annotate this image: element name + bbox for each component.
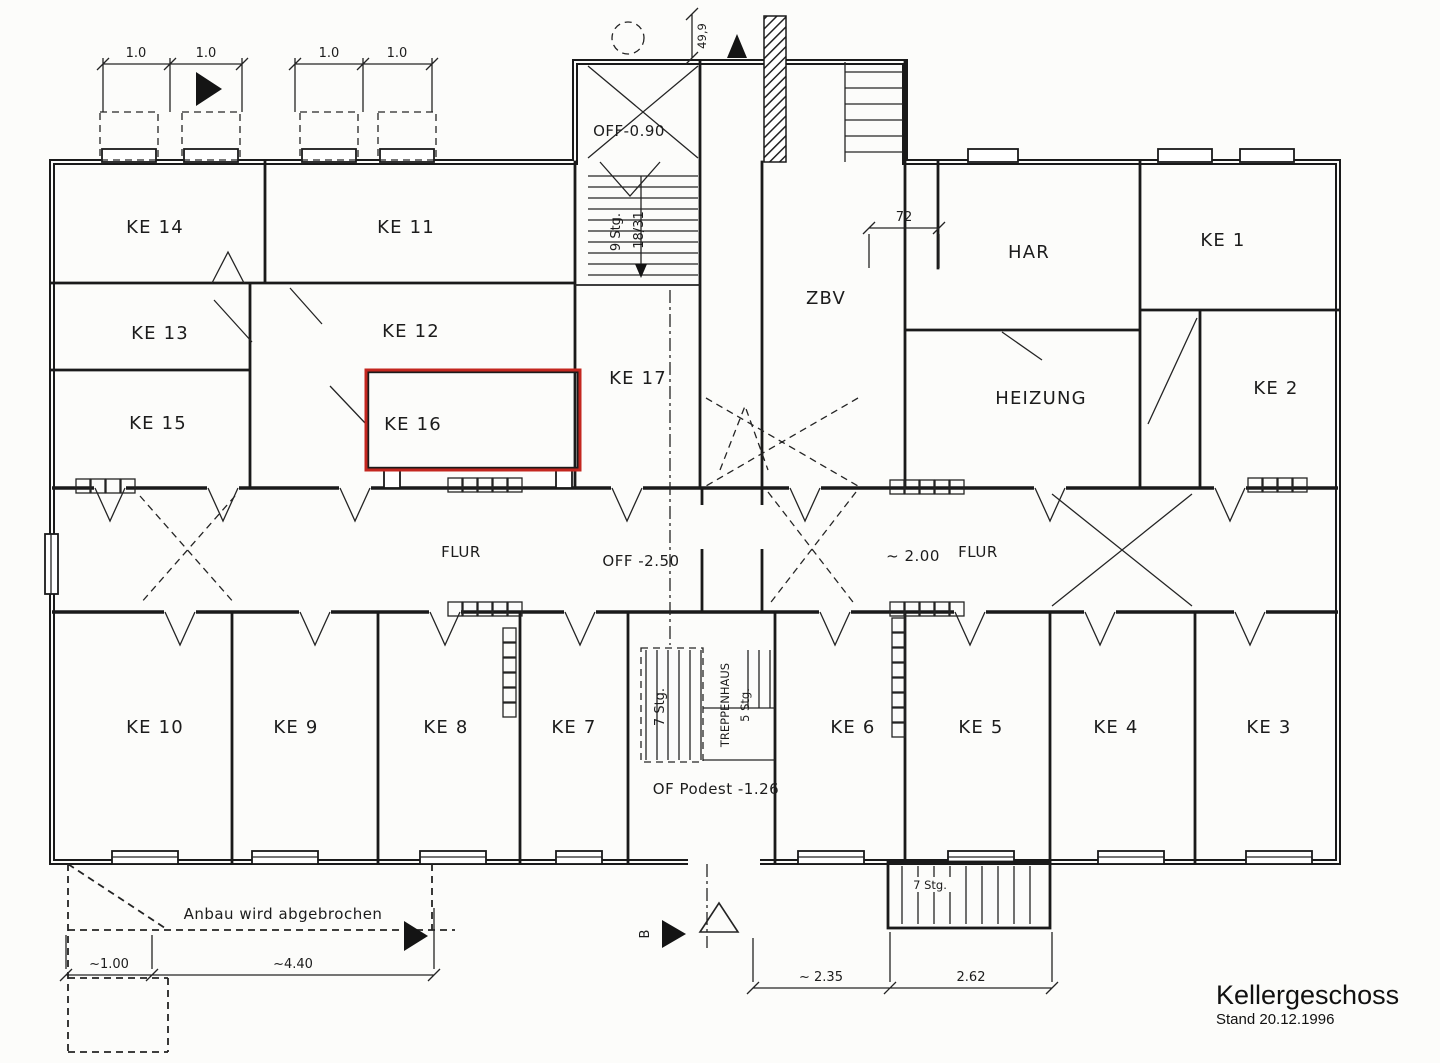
exterior-walls (49, 59, 1341, 865)
dimension-lines (59, 7, 1059, 995)
ke16-room-walls (366, 370, 580, 470)
room-label-ke1: KE 1 (1200, 230, 1245, 251)
room-labels: KE 14 KE 11 KE 13 KE 15 KE 12 KE 16 KE 1… (126, 217, 1298, 748)
room-label-ke13: KE 13 (131, 323, 189, 344)
dim-module-2: 1.0 (196, 46, 217, 61)
dim-module-4: 1.0 (387, 46, 408, 61)
plan-title: Kellergeschoss (1216, 980, 1400, 1010)
note-demolition: Anbau wird abgebrochen (184, 905, 383, 923)
windows (44, 111, 1313, 865)
room-label-treppenhaus: TREPPENHAUS (718, 663, 732, 748)
dim-entry-a: ~ 2.35 (799, 970, 843, 985)
dim-shaft: 49,9 (695, 23, 709, 49)
room-label-ke10: KE 10 (126, 717, 184, 738)
dim-module-3: 1.0 (319, 46, 340, 61)
level-corridor: OFF -2.50 (602, 552, 679, 570)
room-label-har: HAR (1008, 242, 1050, 263)
room-label-flur-right: FLUR (958, 543, 998, 561)
dim-corridor-width: ~ 2.00 (886, 547, 940, 565)
annotations: OFF-0.90 OFF -2.50 OF Podest -1.26 Anbau… (89, 23, 985, 985)
room-label-ke4: KE 4 (1093, 717, 1138, 738)
room-label-ke2: KE 2 (1253, 378, 1298, 399)
section-arrow-entry (662, 920, 686, 948)
stairwell-center (640, 647, 775, 763)
room-label-ke11: KE 11 (377, 217, 435, 238)
door-openings (94, 155, 1266, 869)
room-label-ke3: KE 3 (1246, 717, 1291, 738)
stairs-top (587, 21, 699, 278)
room-label-ke17: KE 17 (609, 368, 667, 389)
stair-direction-arrow (635, 264, 647, 278)
wall-register-grids (75, 477, 1308, 738)
stair-detail-top: 18/31 (632, 211, 647, 248)
entry-arrow-top (727, 34, 747, 58)
section-marker-b: B (638, 930, 653, 939)
room-label-ke5: KE 5 (958, 717, 1003, 738)
dim-anbau-b: ~4.40 (273, 957, 313, 972)
dim-niche: 72 (896, 210, 913, 225)
stair-count-shaft: 5 Stg. (738, 688, 752, 722)
section-wall-hatch (763, 15, 787, 163)
section-arrows (196, 34, 747, 951)
stairs-exterior (886, 860, 1052, 930)
level-entry: OFF-0.90 (593, 122, 665, 140)
dim-entry-b: 2.62 (957, 970, 986, 985)
plan-date: Stand 20.12.1996 (1216, 1011, 1335, 1028)
anbau-outline (67, 863, 455, 1053)
stair-count-exterior: 7 Stg. (913, 878, 947, 892)
room-label-heizung: HEIZUNG (995, 388, 1087, 409)
section-arrow-bottom-left (404, 921, 428, 951)
room-label-ke8: KE 8 (423, 717, 468, 738)
title-block: Kellergeschoss Stand 20.12.1996 (1216, 980, 1436, 1030)
dim-module-1: 1.0 (126, 46, 147, 61)
column-marker (611, 21, 645, 55)
stair-count-mid: 7 Stg. (653, 688, 668, 726)
entry-arrow-outline (698, 901, 740, 933)
interior-walls (50, 15, 1340, 864)
room-label-zbv: ZBV (806, 288, 846, 309)
room-label-ke15: KE 15 (129, 413, 187, 434)
dim-anbau-a: ~1.00 (89, 957, 129, 972)
door-swing-details (139, 250, 1198, 948)
room-label-ke16: KE 16 (384, 414, 442, 435)
highlight-ke16 (364, 368, 582, 472)
room-label-ke7: KE 7 (551, 717, 596, 738)
section-arrow-top-left (196, 72, 222, 106)
level-landing: OF Podest -1.26 (653, 780, 779, 798)
room-label-flur-left: FLUR (441, 543, 481, 561)
stair-count-top: 9 Stg. (609, 213, 624, 251)
room-label-ke6: KE 6 (830, 717, 875, 738)
room-label-ke14: KE 14 (126, 217, 184, 238)
room-label-ke9: KE 9 (273, 717, 318, 738)
room-label-ke12: KE 12 (382, 321, 440, 342)
